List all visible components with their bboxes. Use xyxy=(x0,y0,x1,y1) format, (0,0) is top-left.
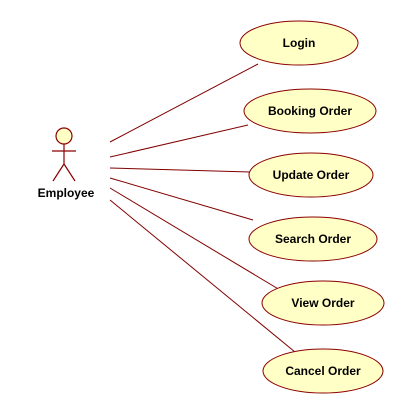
association-line-booking-order xyxy=(109,124,249,158)
associations xyxy=(109,63,296,353)
use-case-ellipse xyxy=(248,152,374,198)
use-case-ellipse xyxy=(239,20,359,66)
association-line-update-order xyxy=(109,167,251,173)
use-case-label: Cancel Order xyxy=(285,364,361,378)
use-case-ellipse xyxy=(261,280,385,326)
use-case-label: Search Order xyxy=(275,232,351,246)
actor-label: Employee xyxy=(38,186,95,200)
association-line-cancel-order xyxy=(109,199,296,353)
use-case-label: Booking Order xyxy=(268,104,352,118)
actor-employee[interactable]: Employee xyxy=(38,127,95,200)
association-line-view-order xyxy=(109,187,281,291)
use-case-search-order[interactable]: Search Order xyxy=(248,216,378,262)
use-case-view-order[interactable]: View Order xyxy=(261,280,385,326)
use-case-label: View Order xyxy=(291,296,354,310)
use-case-cancel-order[interactable]: Cancel Order xyxy=(262,348,384,394)
use-case-label: Update Order xyxy=(273,168,350,182)
use-case-update-order[interactable]: Update Order xyxy=(248,152,374,198)
association-line-login xyxy=(109,63,259,143)
use-case-label: Login xyxy=(283,36,316,50)
use-case-ellipse xyxy=(262,348,384,394)
use-case-ellipse xyxy=(243,88,377,134)
use-case-ellipse xyxy=(248,216,378,262)
stick-figure-actor-icon xyxy=(52,127,76,182)
use-case-login[interactable]: Login xyxy=(239,20,359,66)
use-case-booking-order[interactable]: Booking Order xyxy=(243,88,377,134)
association-line-search-order xyxy=(109,177,254,221)
